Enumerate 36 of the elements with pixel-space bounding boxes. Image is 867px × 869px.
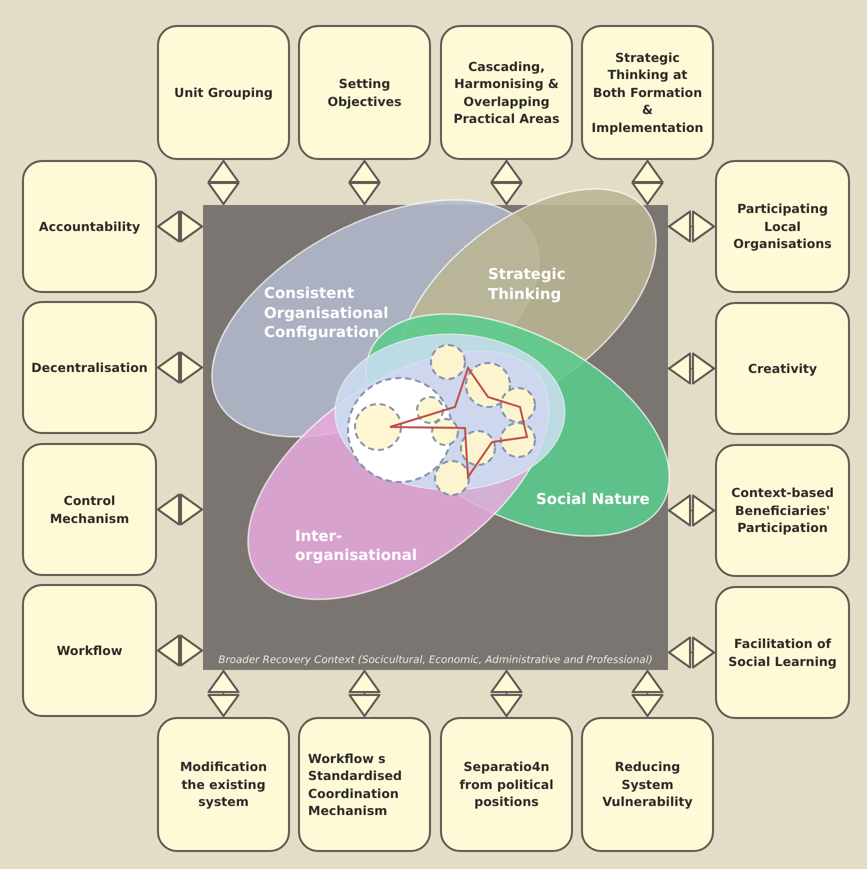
double-arrow-diamond — [157, 210, 203, 242]
double-arrow-diamond — [632, 160, 664, 205]
factor-box: Unit Grouping — [157, 25, 290, 160]
factor-box: Cascading, Harmonising & Overlapping Practical Areas — [440, 25, 573, 160]
double-arrow-diamond — [632, 670, 664, 717]
factor-box: Creativity — [715, 302, 850, 435]
factor-box: Reducing System Vulnerability — [581, 717, 714, 852]
double-arrow-diamond — [208, 670, 240, 717]
ellipse-label: Consistent Organisational Configuration — [264, 284, 390, 342]
factor-box: Strategic Thinking at Both Formation & Implementation — [581, 25, 714, 160]
double-arrow-diamond — [668, 210, 715, 242]
ellipse-label: Strategic Thinking — [488, 265, 567, 304]
ellipse-label: Social Nature — [536, 490, 651, 510]
double-arrow-diamond — [490, 160, 522, 205]
factor-box: Control Mechanism — [22, 443, 157, 576]
factor-box: Workflow s Standardised Coordination Mechanism — [298, 717, 431, 852]
double-arrow-diamond — [668, 494, 715, 526]
double-arrow-diamond — [208, 160, 240, 205]
factor-box: Participating Local Organisations — [715, 160, 850, 293]
factor-box: Workflow — [22, 584, 157, 717]
factor-box: Separatio4n from political positions — [440, 717, 573, 852]
double-arrow-diamond — [348, 160, 380, 205]
factor-box: Facilitation of Social Learning — [715, 586, 850, 719]
context-caption: Broader Recovery Context (Socicultural, Economic, Administrative and Professional) — [217, 654, 654, 666]
factor-box: Context-based Beneficiaries' Participation — [715, 444, 850, 577]
double-arrow-diamond — [157, 494, 203, 526]
factor-box: Accountability — [22, 160, 157, 293]
double-arrow-diamond — [157, 352, 203, 384]
double-arrow-diamond — [348, 670, 380, 717]
factor-box: Setting Objectives — [298, 25, 431, 160]
factor-box: Modification the existing system — [157, 717, 290, 852]
factor-box: Decentralisation — [22, 301, 157, 434]
double-arrow-diamond — [490, 670, 522, 717]
double-arrow-diamond — [157, 634, 203, 666]
double-arrow-diamond — [668, 636, 715, 668]
double-arrow-diamond — [668, 352, 715, 384]
